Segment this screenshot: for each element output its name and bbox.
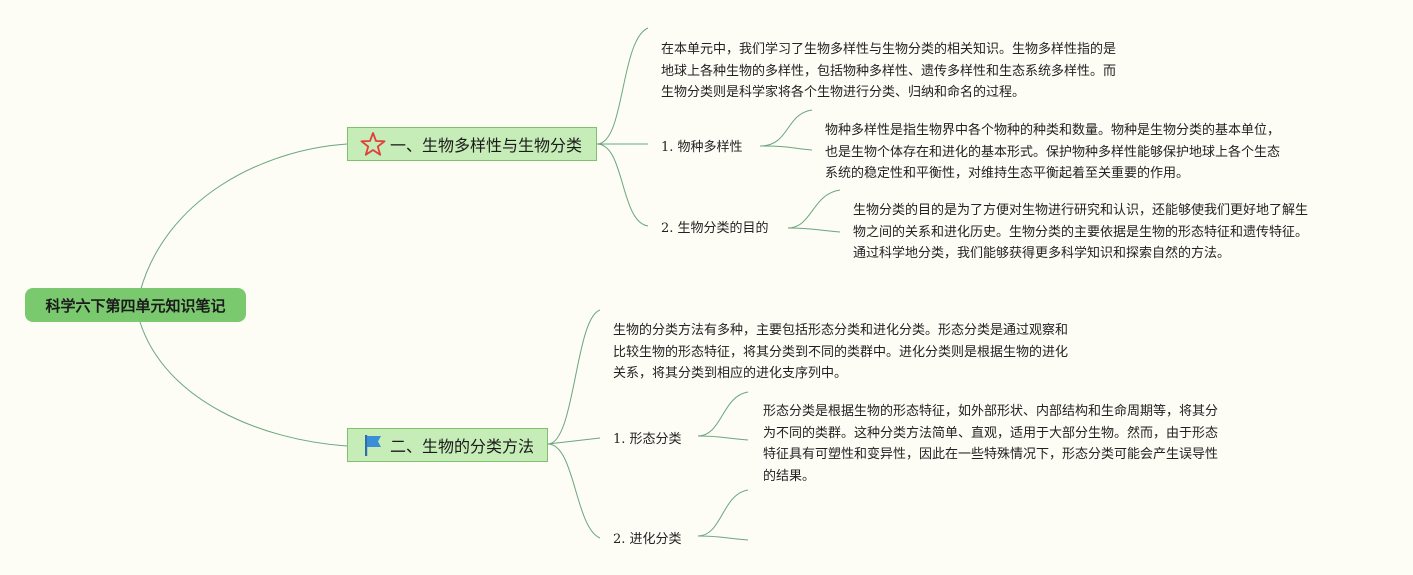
detail-morphological-classification: 形态分类是根据生物的形态特征，如外部形状、内部结构和生命周期等，将其分 为不同的… — [763, 404, 1219, 484]
branch-title: 一、生物多样性与生物分类 — [390, 136, 583, 155]
intro-note-biodiversity: 在本单元中，我们学习了生物多样性与生物分类的相关知识。生物多样性指的是 地球上各… — [661, 42, 1117, 100]
subtopic-morphological-classification[interactable]: 1. 形态分类 — [613, 432, 682, 447]
subtopic-species-diversity[interactable]: 1. 物种多样性 — [661, 140, 743, 155]
branch-biodiversity-classification[interactable]: 一、生物多样性与生物分类 — [347, 127, 597, 161]
detail-species-diversity: 物种多样性是指生物界中各个物种的种类和数量。物种是生物分类的基本单位， 也是生物… — [825, 123, 1281, 181]
star-icon — [360, 132, 386, 156]
intro-note-methods: 生物的分类方法有多种，主要包括形态分类和进化分类。形态分类是通过观察和 比较生物… — [613, 323, 1069, 381]
root-topic[interactable]: 科学六下第四单元知识笔记 — [25, 288, 246, 322]
subtopic-evolutionary-classification[interactable]: 2. 进化分类 — [613, 532, 682, 547]
branch-classification-methods[interactable]: 二、生物的分类方法 — [347, 428, 548, 462]
subtopic-classification-purpose[interactable]: 2. 生物分类的目的 — [661, 221, 769, 236]
branch-title: 二、生物的分类方法 — [390, 437, 535, 456]
detail-classification-purpose: 生物分类的目的是为了方便对生物进行研究和认识，还能够使我们更好地了解生 物之间的… — [853, 203, 1309, 261]
flag-icon — [365, 435, 381, 456]
